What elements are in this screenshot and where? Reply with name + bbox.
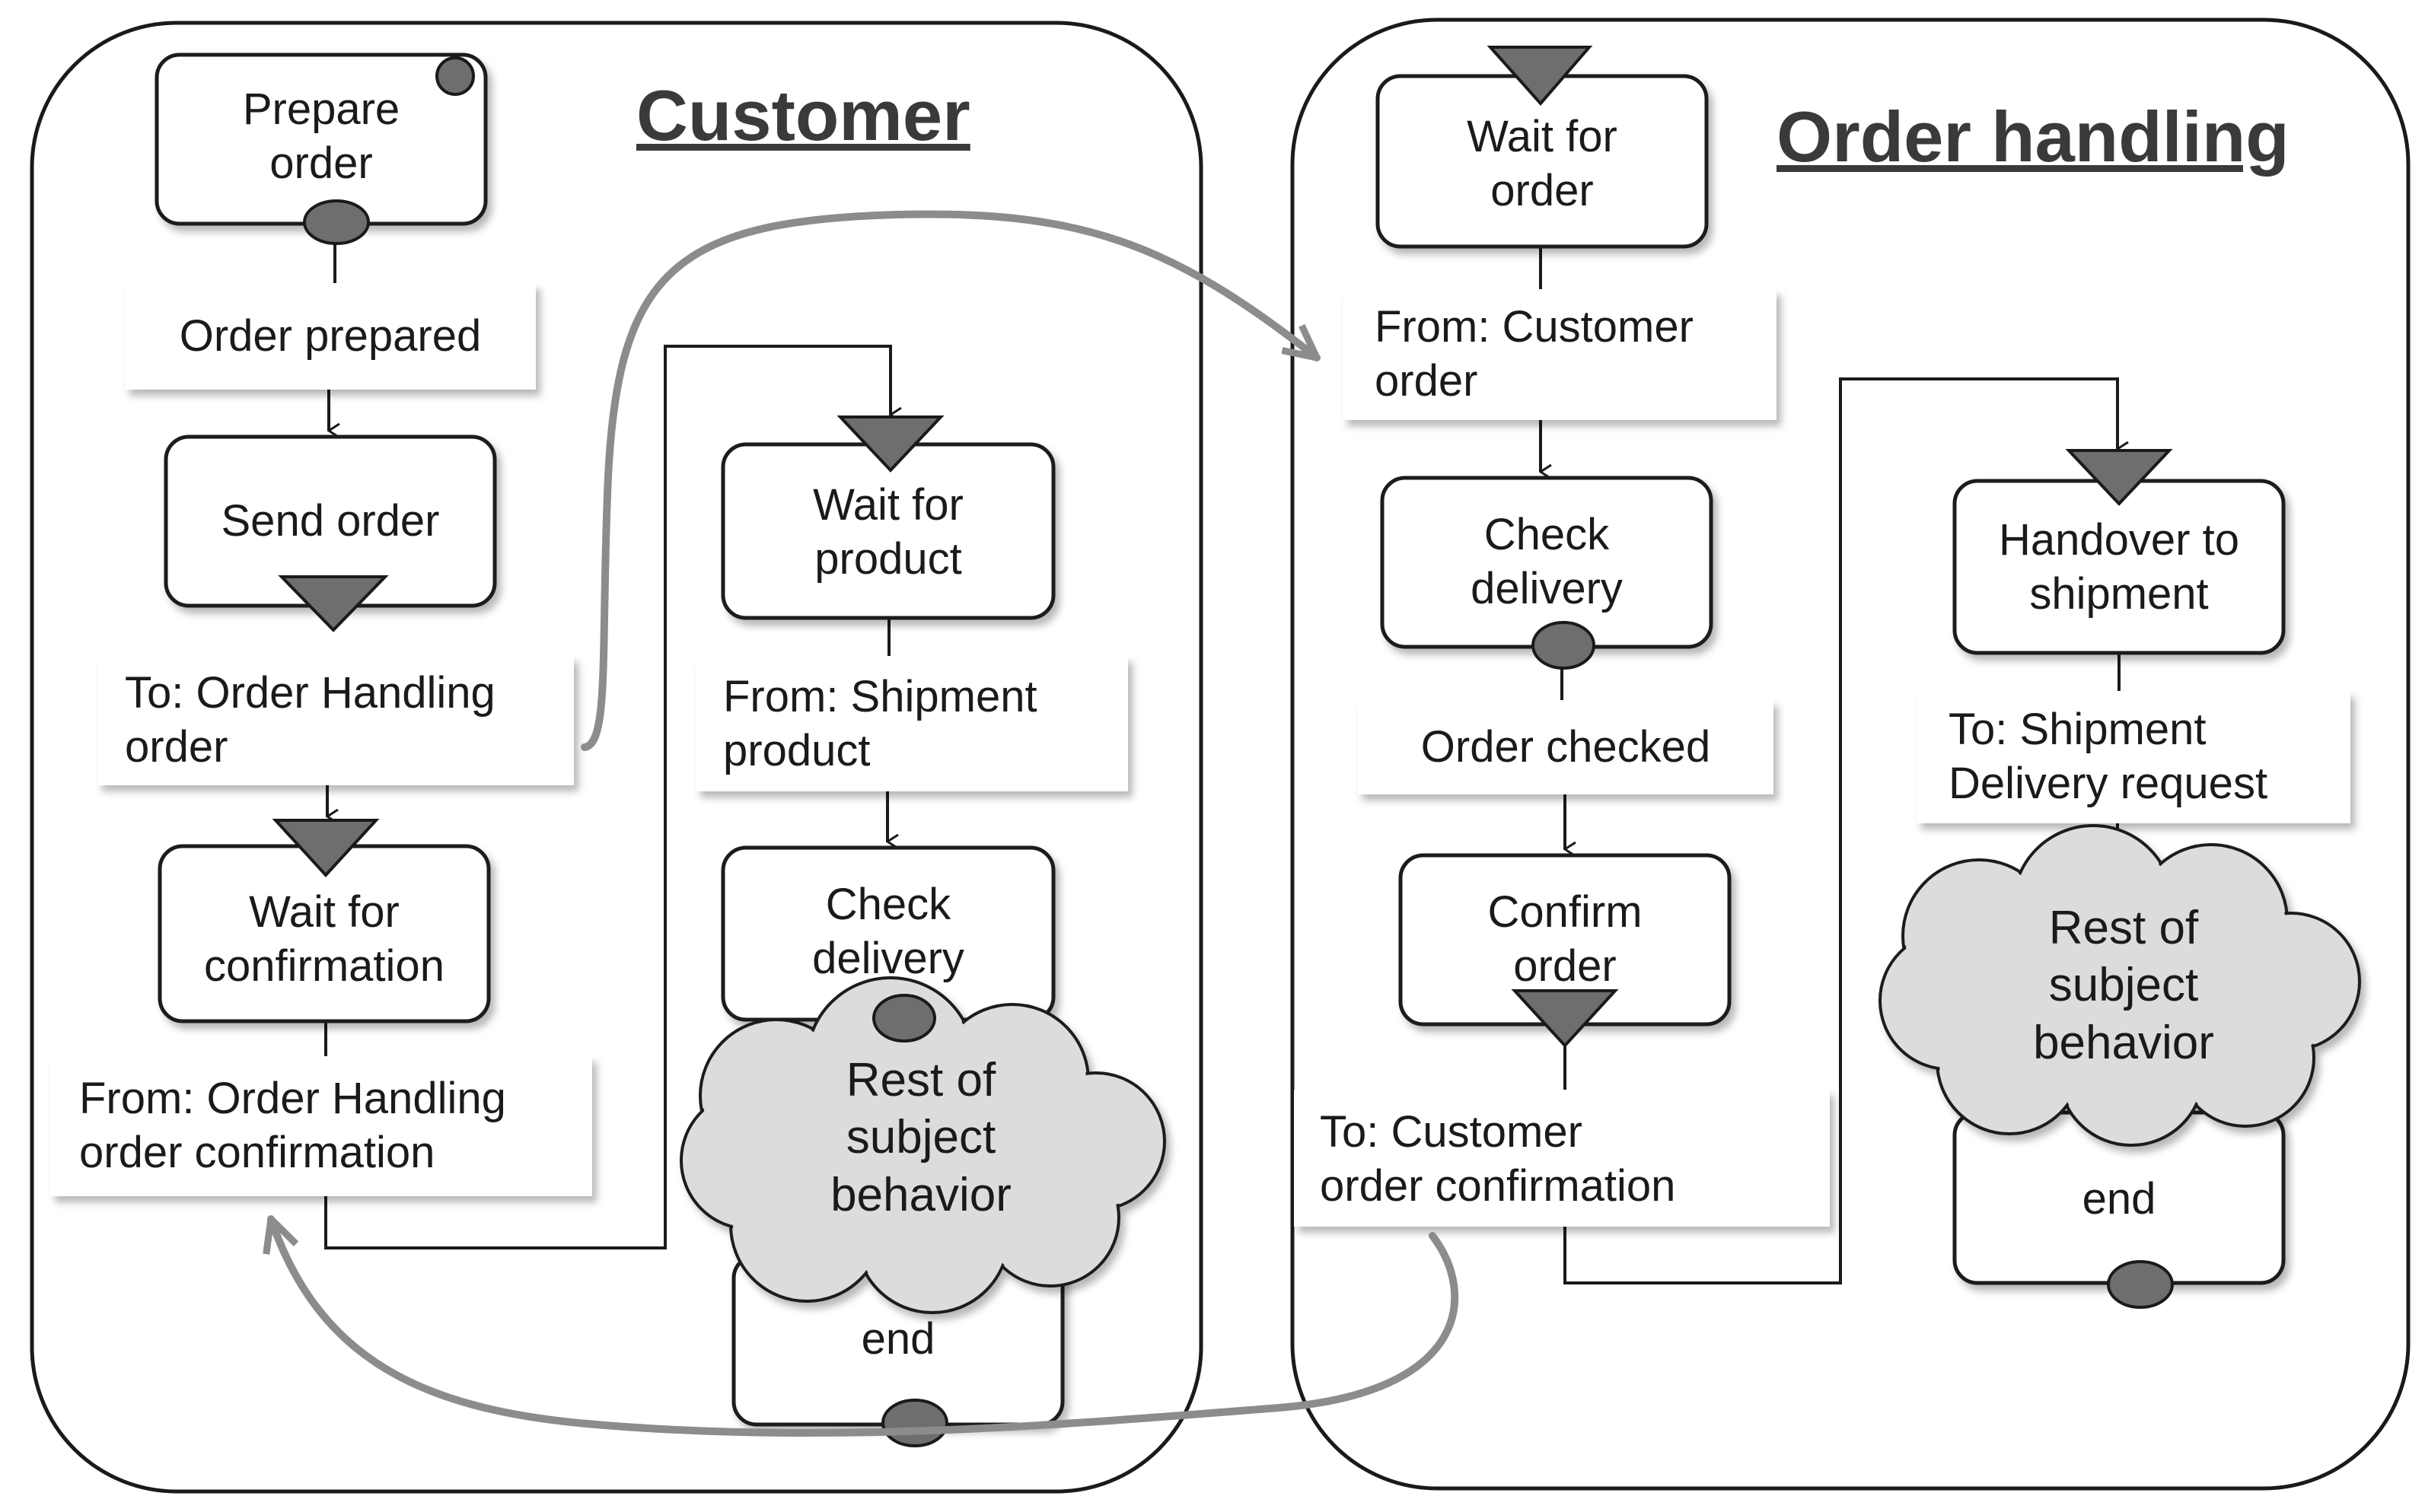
receive-marker bbox=[272, 819, 380, 877]
state-label-end-oh: end bbox=[2082, 1173, 2156, 1224]
transition-box bbox=[50, 1056, 592, 1196]
transition-label-from-order-handling: From: Order Handling order confirmation bbox=[79, 1074, 506, 1177]
receive-marker bbox=[1487, 46, 1593, 107]
end-marker bbox=[872, 994, 936, 1042]
order-handling-lane-title: Order handling bbox=[1777, 97, 2290, 177]
message-arrow-confirmation bbox=[263, 1215, 1459, 1437]
state-label-wait-for-confirmation: Wait for confirmation bbox=[204, 887, 445, 991]
transition-box bbox=[696, 656, 1128, 791]
transition-label-to-customer: To: Customer order confirmation bbox=[1320, 1107, 1676, 1211]
transition-label-to-shipment: To: Shipment Delivery request bbox=[1949, 705, 2268, 808]
transition-box bbox=[1343, 289, 1777, 420]
cloud-shape-oh bbox=[1878, 824, 2361, 1147]
transition-box bbox=[125, 283, 536, 390]
end-marker bbox=[1531, 621, 1595, 670]
receive-marker bbox=[836, 415, 945, 473]
receive-marker bbox=[2065, 449, 2173, 506]
edge bbox=[1563, 377, 2117, 1284]
state-label-wait-for-order: Wait for order bbox=[1467, 112, 1617, 215]
state-label-prepare-order: Prepare order bbox=[242, 84, 400, 188]
transition-label-order-prepared: Order prepared bbox=[179, 310, 482, 361]
edge bbox=[324, 345, 891, 1249]
transition-label-from-customer: From: Customer order bbox=[1375, 302, 1694, 406]
state-label-end-customer: end bbox=[861, 1313, 935, 1364]
message-arrow-order bbox=[581, 210, 1321, 751]
state-label-handover-to-shipment: Handover to shipment bbox=[1999, 515, 2239, 619]
cloud-label-rest-customer: Rest of subject behavior bbox=[830, 1053, 1012, 1221]
end-marker bbox=[303, 199, 370, 245]
state-label-check-delivery-customer: Check delivery bbox=[812, 880, 964, 983]
state-label-send-order: Send order bbox=[221, 495, 440, 546]
transition-label-to-order-handling: To: Order Handling order bbox=[125, 668, 496, 772]
transition-box bbox=[1294, 1090, 1830, 1227]
transition-box bbox=[97, 656, 574, 785]
send-marker bbox=[1511, 989, 1619, 1048]
state-label-check-delivery-oh: Check delivery bbox=[1471, 510, 1623, 613]
state-label-confirm-order: Confirm order bbox=[1487, 887, 1643, 991]
send-marker bbox=[278, 575, 389, 632]
customer-lane-title: Customer bbox=[636, 75, 970, 155]
end-marker bbox=[2107, 1260, 2174, 1309]
transition-box bbox=[1917, 691, 2350, 823]
transition-label-from-shipment: From: Shipment product bbox=[723, 672, 1037, 775]
transition-label-order-checked: Order checked bbox=[1420, 721, 1711, 772]
state-label-wait-for-product: Wait for product bbox=[813, 480, 964, 584]
start-marker bbox=[435, 56, 475, 96]
cloud-label-rest-oh: Rest of subject behavior bbox=[2033, 901, 2214, 1069]
transition-box bbox=[1358, 700, 1773, 794]
